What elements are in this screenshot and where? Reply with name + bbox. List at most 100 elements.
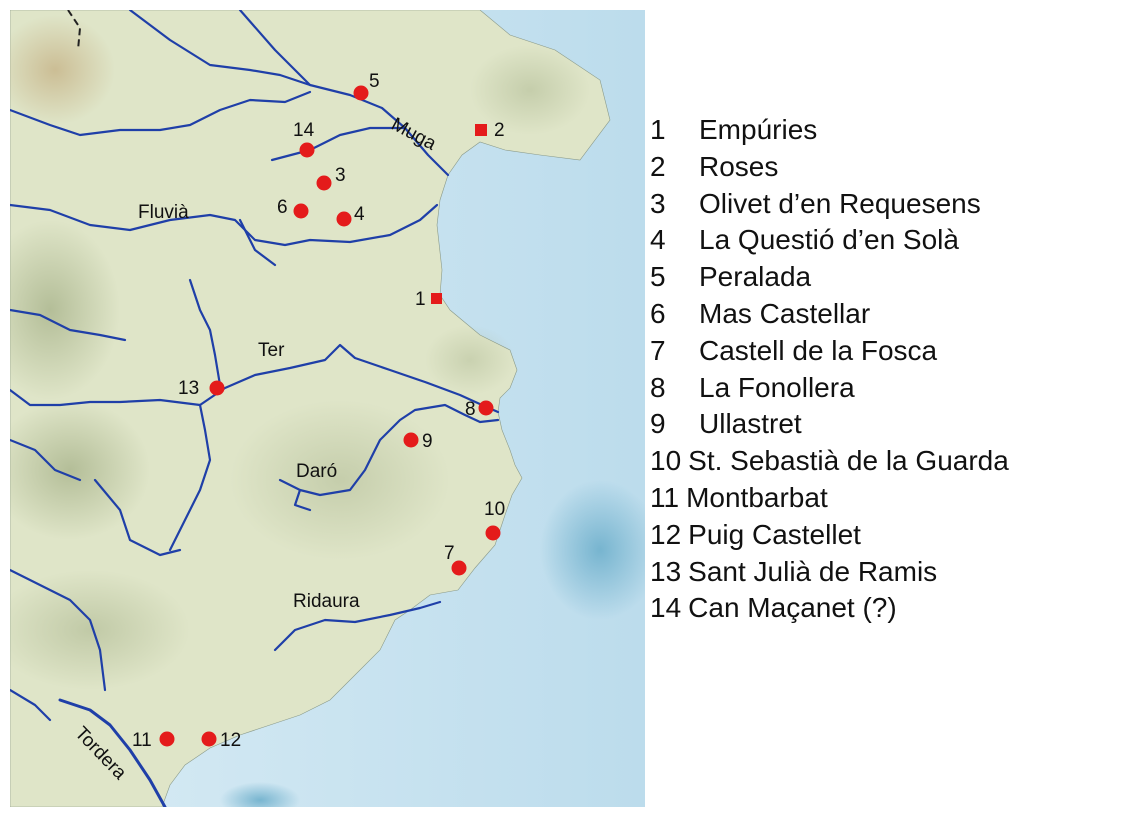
legend-name: Puig Castellet <box>688 518 861 550</box>
site-marker-circle <box>451 560 467 576</box>
relief <box>470 45 590 135</box>
legend-number: 4 <box>650 224 666 256</box>
site-label: 4 <box>354 204 365 225</box>
river-tributary <box>270 126 407 162</box>
site-marker-circle <box>209 380 225 396</box>
legend-number: 9 <box>650 408 666 440</box>
site-label: 1 <box>415 289 426 310</box>
relief <box>10 220 120 400</box>
river-label-ridaura: Ridaura <box>293 591 360 612</box>
site-marker-circle <box>336 211 352 227</box>
map-canvas: Muga Fluvià Ter Daró Ridaura Tordera 1 2… <box>10 10 645 807</box>
site-label: 8 <box>465 399 476 420</box>
rivers <box>10 10 500 807</box>
site-label: 9 <box>422 431 433 452</box>
legend-item: 5 Peralada <box>650 259 1132 296</box>
site-8: 8 <box>465 399 494 420</box>
river-tributary <box>10 438 82 482</box>
legend-name: St. Sebastià de la Guarda <box>688 445 1009 477</box>
river-muga <box>238 10 450 177</box>
site-label: 10 <box>484 499 505 520</box>
river-tributary <box>238 218 277 267</box>
legend-number: 7 <box>650 334 666 366</box>
legend-name: La Fonollera <box>699 371 855 403</box>
river-tordera <box>58 698 167 807</box>
legend-number: 1 <box>650 114 666 145</box>
legend-item: 1 Empúries <box>650 112 1132 149</box>
legend-name: Empúries <box>699 114 818 145</box>
river-tributary <box>168 403 212 552</box>
legend-name: Peralada <box>699 261 812 293</box>
legend-number: 13 <box>650 555 682 587</box>
river-tributary <box>10 688 52 722</box>
site-marker-circle <box>485 525 501 541</box>
site-markers: 1 2 3 4 5 6 7 <box>132 71 505 751</box>
legend-name: Mas Castellar <box>699 297 871 329</box>
site-marker-square <box>431 293 442 304</box>
site-3: 3 <box>316 165 346 191</box>
site-label: 7 <box>444 543 455 564</box>
river-tributary <box>10 568 107 692</box>
legend-number: 11 <box>650 481 680 513</box>
site-marker-circle <box>159 731 175 747</box>
site-label: 6 <box>277 197 288 218</box>
river-ridaura <box>273 600 442 652</box>
river-tributary <box>188 278 222 387</box>
legend-item: 9 Ullastret <box>650 406 1132 443</box>
legend-item: 6 Mas Castellar <box>650 296 1132 333</box>
site-marker-circle <box>201 731 217 747</box>
legend-number: 14 <box>650 592 682 624</box>
river-tributary <box>128 10 312 87</box>
legend-name: Roses <box>699 150 779 182</box>
site-marker-circle <box>299 142 315 158</box>
river-tributary <box>10 308 127 342</box>
river-label-fluvia: Fluvià <box>138 202 189 223</box>
site-9: 9 <box>403 431 433 452</box>
site-label: 14 <box>293 120 315 141</box>
river-ter <box>198 343 500 414</box>
site-marker-circle <box>478 400 494 416</box>
site-marker-circle <box>293 203 309 219</box>
legend-number: 5 <box>650 261 666 293</box>
site-5: 5 <box>353 71 380 101</box>
site-label: 12 <box>220 730 241 751</box>
river-label-daro: Daró <box>296 461 337 482</box>
legend-number: 6 <box>650 297 666 329</box>
legend-name: Ullastret <box>699 408 802 440</box>
relief <box>230 400 450 560</box>
site-13: 13 <box>178 378 225 399</box>
site-7: 7 <box>444 543 467 576</box>
legend-number: 2 <box>650 150 666 182</box>
site-12: 12 <box>201 730 241 751</box>
site-marker-circle <box>403 432 419 448</box>
site-1: 1 <box>415 289 442 310</box>
sea-depth <box>540 480 645 620</box>
river-tributary <box>93 478 182 557</box>
legend-number: 10 <box>650 445 682 477</box>
relief <box>10 15 115 125</box>
river-tributary <box>10 388 202 407</box>
site-10: 10 <box>484 499 505 541</box>
legend-number: 3 <box>650 187 666 219</box>
site-label: 3 <box>335 165 346 186</box>
legend-number: 12 <box>650 518 682 550</box>
site-marker-square <box>475 124 487 136</box>
legend-item: 7 Castell de la Fosca <box>650 333 1132 370</box>
legend-name: Can Maçanet (?) <box>688 592 897 624</box>
legend-name: Castell de la Fosca <box>699 334 938 366</box>
relief <box>425 325 515 395</box>
river-daro <box>278 403 500 497</box>
site-marker-circle <box>353 85 369 101</box>
site-label: 13 <box>178 378 199 399</box>
map-panel: Muga Fluvià Ter Daró Ridaura Tordera 1 2… <box>10 10 645 807</box>
site-label: 11 <box>132 730 152 751</box>
river-tributary <box>293 488 312 512</box>
